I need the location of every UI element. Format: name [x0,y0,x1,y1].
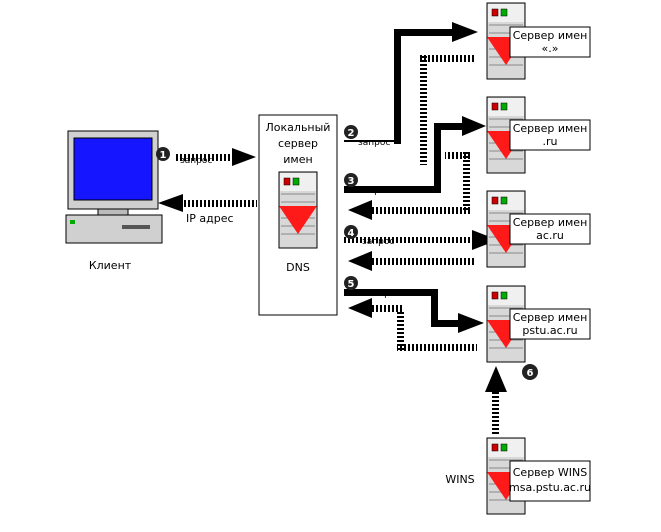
server-ru: Сервер имен .ru [486,96,591,174]
server-pstu: Сервер имен pstu.ac.ru [486,285,591,363]
svg-text:«.»: «.» [542,42,559,55]
step-5-badge [344,276,358,290]
svg-text:Сервер имен: Сервер имен [513,216,588,229]
local-server-line2: сервер [278,137,318,150]
server-ac-ru: Сервер имен ac.ru [486,190,591,268]
step-6-badge [522,364,538,380]
step-2-badge [344,125,358,139]
request-label-4: запрос [362,237,394,247]
request-label-2: запрос [358,138,390,148]
client-label: Клиент [89,259,132,272]
local-dns-server-icon [278,171,318,249]
request-label-3: запрос [358,186,390,196]
server-wins: Сервер WINS msa.pstu.ac.ru [486,437,591,515]
svg-text:pstu.ac.ru: pstu.ac.ru [522,324,577,337]
request-label-5: запрос [368,289,400,299]
svg-text:6: 6 [527,368,534,379]
svg-text:Сервер имен: Сервер имен [513,122,588,135]
client-computer-icon [65,130,163,244]
svg-text:2: 2 [348,128,355,139]
local-server-line3: имен [283,153,312,166]
step-1-badge [156,147,170,161]
svg-text:1: 1 [160,150,167,161]
svg-text:Сервер имен: Сервер имен [513,311,588,324]
svg-text:5: 5 [348,279,355,290]
svg-text:Сервер имен: Сервер имен [513,29,588,42]
dns-label: DNS [286,261,310,274]
step-3-badge [344,173,358,187]
request-label-1: запрос [180,156,212,166]
step-4-badge [344,225,358,239]
server-root: Сервер имен «.» [486,2,591,80]
svg-text:.ru: .ru [543,135,558,148]
svg-text:Сервер WINS: Сервер WINS [513,466,588,479]
local-server-line1: Локальный [266,121,331,134]
svg-text:ac.ru: ac.ru [536,229,564,242]
svg-text:msa.pstu.ac.ru: msa.pstu.ac.ru [509,481,591,494]
ip-label: IP адрес [186,212,234,225]
svg-text:4: 4 [348,228,355,239]
svg-text:3: 3 [348,176,355,187]
wins-label: WINS [445,473,474,486]
